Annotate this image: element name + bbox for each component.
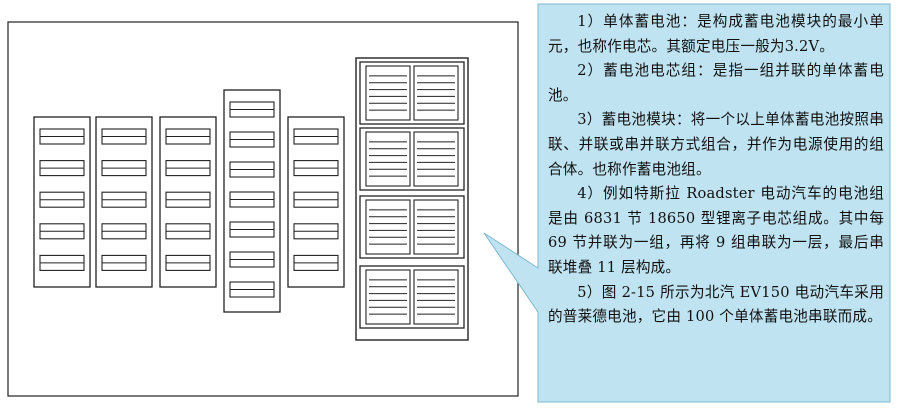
diagram-frame — [7, 21, 519, 397]
module-cell-stack — [413, 269, 459, 325]
battery-cell-group-icon — [223, 89, 281, 313]
battery-cell-group-icon — [33, 116, 91, 288]
module-cell-stack — [365, 269, 411, 325]
battery-cell-group-icon — [95, 116, 153, 288]
module-cell-stack — [365, 199, 411, 255]
module-cell-stack — [413, 65, 459, 121]
callout-bubble — [483, 3, 891, 403]
battery-module-icon — [359, 61, 465, 125]
callout-paragraph-2: 2）蓄电池电芯组：是指一组并联的单体蓄电池。 — [548, 62, 884, 104]
battery-cell-group-icon — [159, 116, 217, 288]
battery-cell-group-icon — [287, 116, 345, 288]
battery-module-icon — [359, 265, 465, 329]
module-cell-stack — [365, 131, 411, 187]
battery-module-icon — [359, 127, 465, 191]
callout-paragraph-5: 5）图 2-15 所示为北汽 EV150 电动汽车采用的普莱德电池，它由 100… — [548, 283, 884, 326]
module-cell-stack — [413, 131, 459, 187]
battery-module-icon — [359, 195, 465, 259]
callout-paragraph-3: 3）蓄电池模块：将一个以上单体蓄电池按照串联、并联或串并联方式组合，并作为电源使… — [548, 111, 884, 178]
module-cell-stack — [413, 199, 459, 255]
module-cell-stack — [365, 65, 411, 121]
callout-paragraph-1: 1）单体蓄电池：是构成蓄电池模块的最小单元，也称作电芯。其额定电压一般为3.2V… — [548, 13, 884, 55]
callout-paragraph-4: 4）例如特斯拉 Roadster 电动汽车的电池组是由 6831 节 18650… — [548, 185, 884, 276]
callout-text: 1）单体蓄电池：是构成蓄电池模块的最小单元，也称作电芯。其额定电压一般为3.2V… — [548, 10, 884, 330]
battery-pack-frame — [355, 57, 469, 341]
